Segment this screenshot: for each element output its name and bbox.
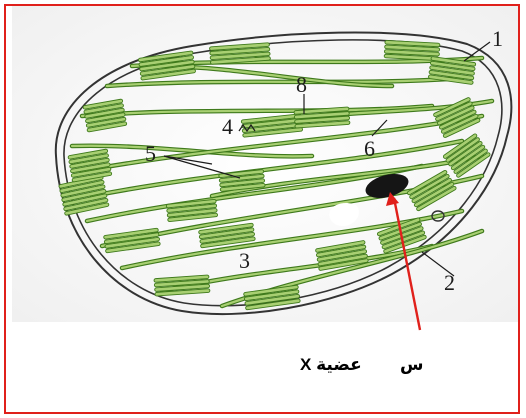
- caption-sin: س: [400, 355, 423, 375]
- label-thylakoid: 8: [296, 72, 307, 97]
- chloroplast-diagram: 1 8 4 6 5 3 2: [12, 6, 518, 322]
- label-inner-membrane: 2: [444, 270, 455, 295]
- caption-organelle-x: عضية X: [300, 355, 362, 375]
- label-grana-stack: 5: [145, 141, 156, 166]
- label-lamella: 6: [364, 136, 375, 161]
- label-outer-membrane: 1: [492, 26, 503, 51]
- label-stroma: 3: [239, 248, 250, 273]
- label-connection: 4: [222, 114, 233, 139]
